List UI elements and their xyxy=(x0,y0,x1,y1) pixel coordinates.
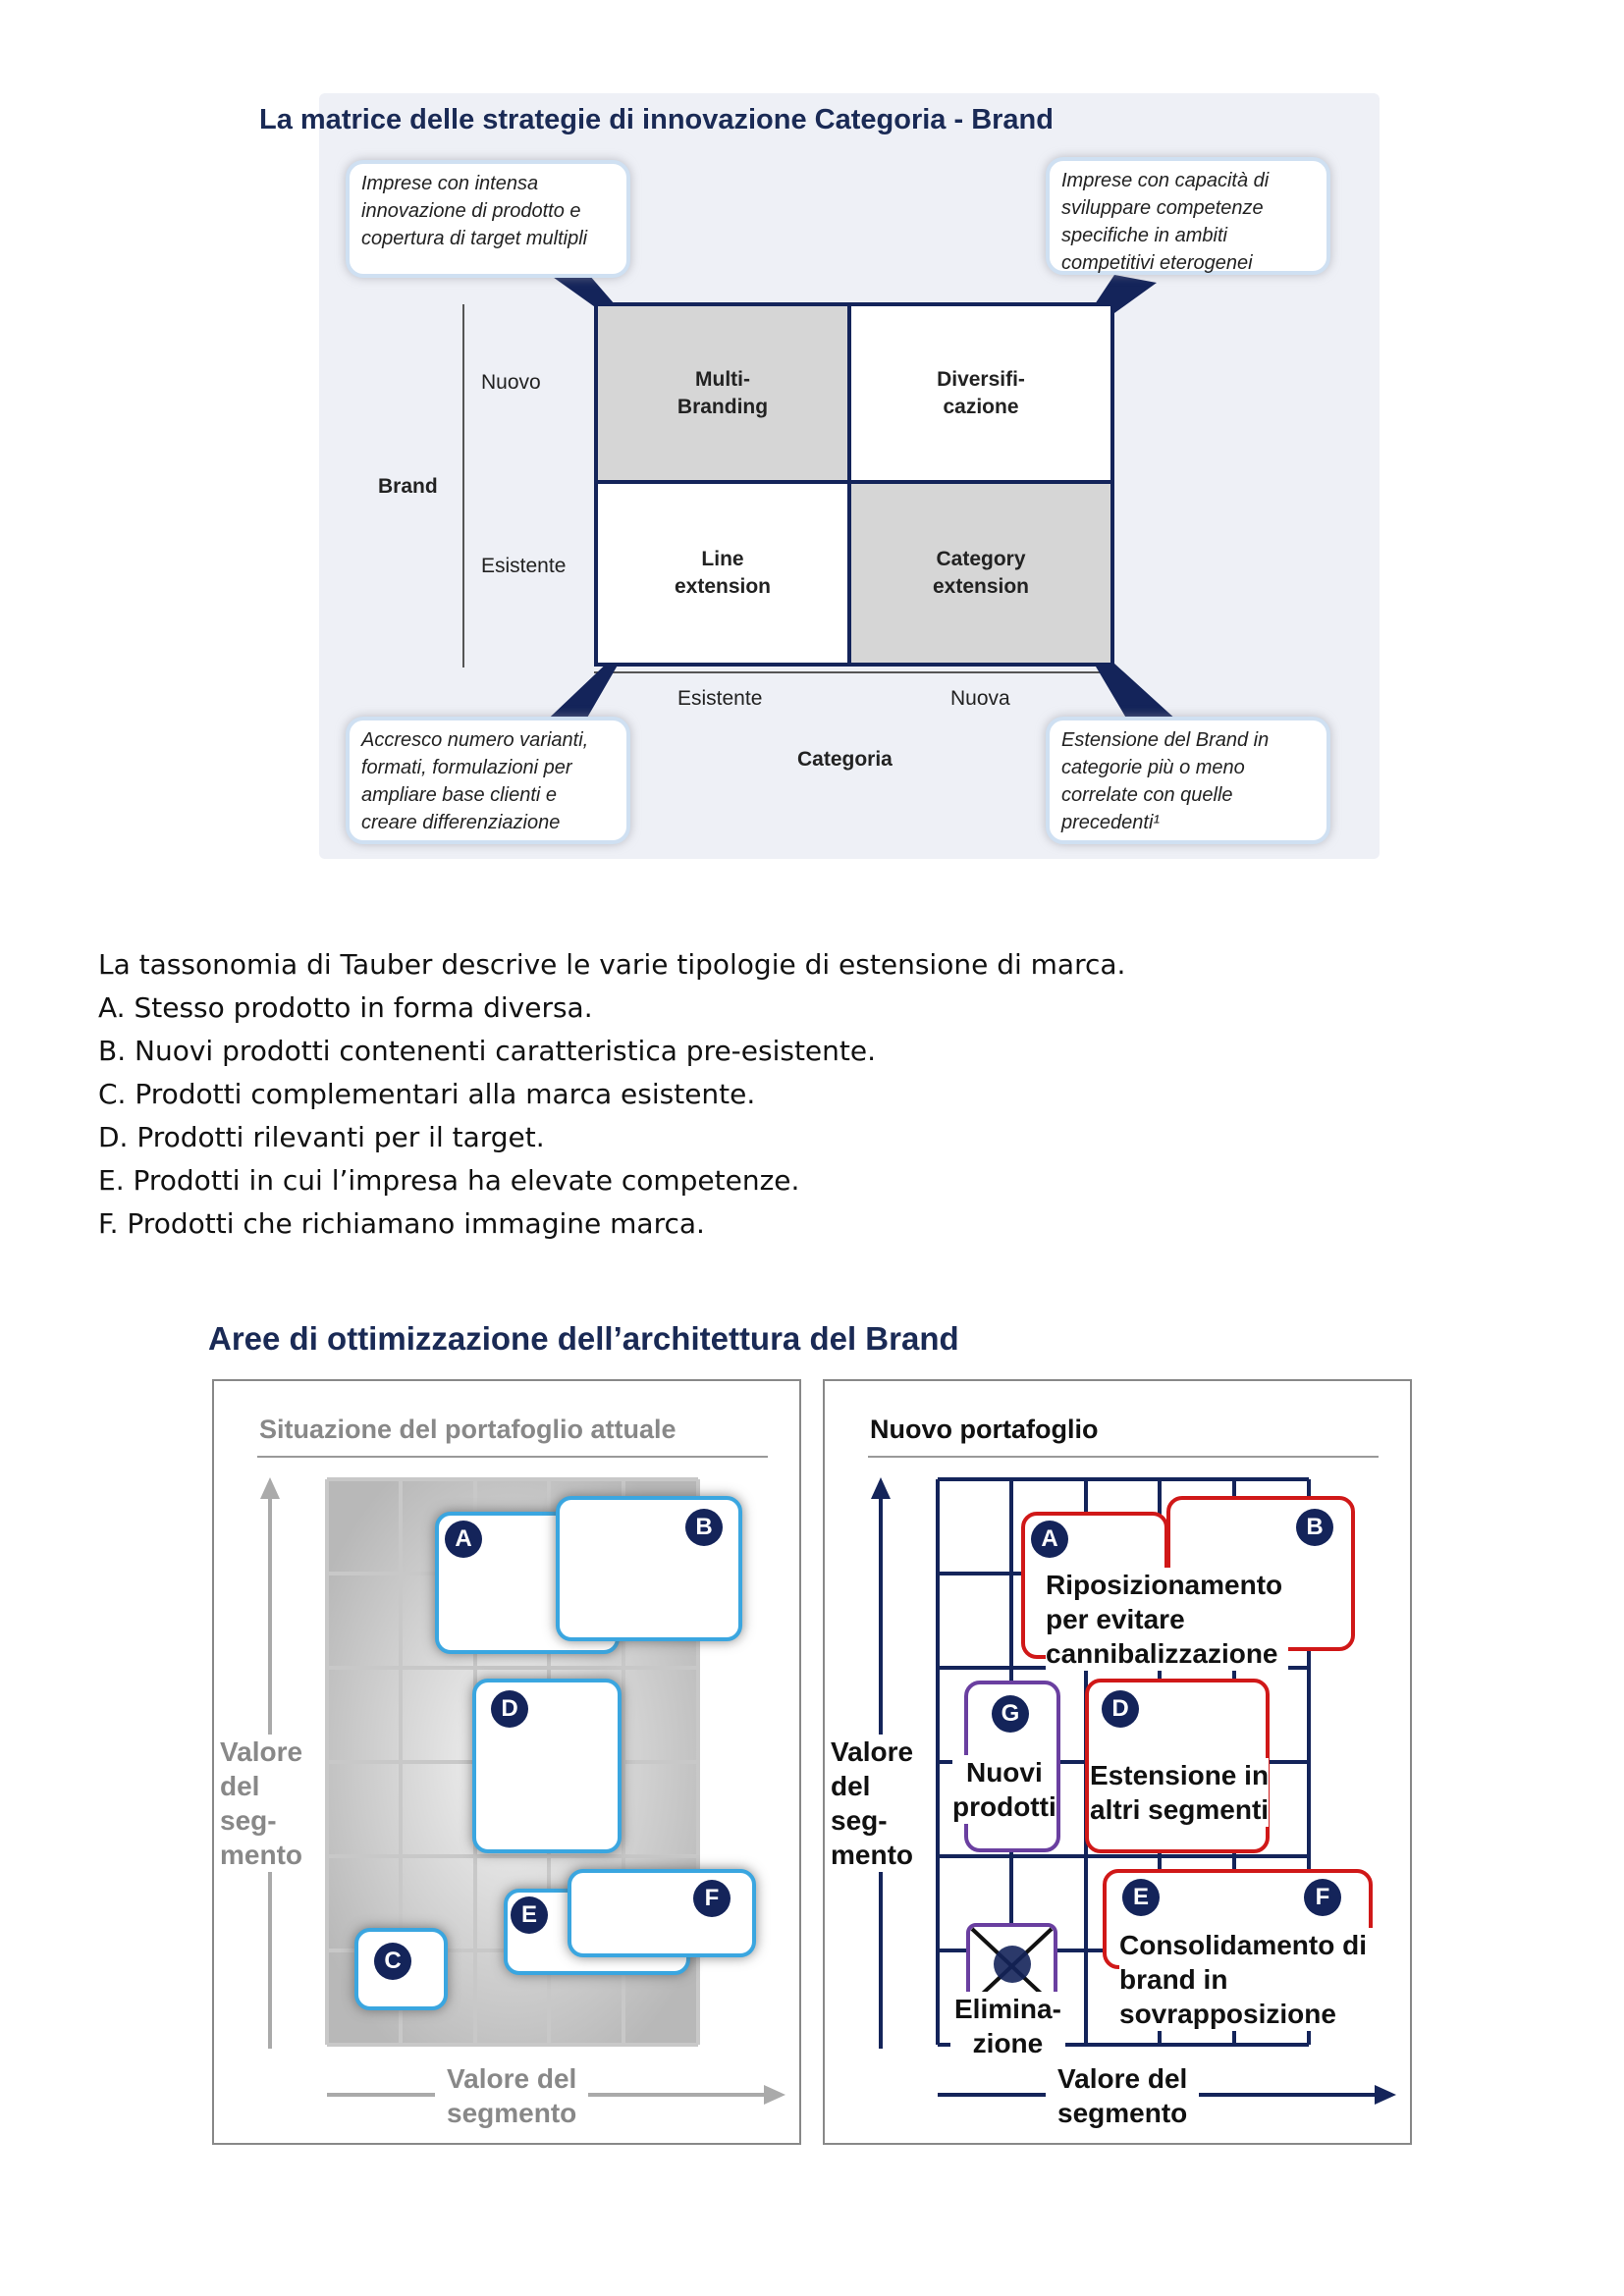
cell-diversificazione: Diversifi- cazione xyxy=(851,302,1114,484)
letter-d: D xyxy=(1102,1690,1139,1728)
letter-a: A xyxy=(1031,1521,1068,1558)
consolidation-label: Consolidamento di brand in sovrapposizio… xyxy=(1119,1928,1373,2031)
new-portfolio-panel: Nuovo portafoglio A xyxy=(823,1379,1412,2145)
row-label-esistente: Esistente xyxy=(481,555,567,577)
callout-top-left: Imprese con intensa innovazione di prodo… xyxy=(346,160,630,278)
new-products-label: Nuovi prodotti xyxy=(952,1755,1056,1824)
cell-category-extension: Category extension xyxy=(851,484,1114,667)
extension-label: Estensione in altri segmenti xyxy=(1090,1758,1270,1827)
letter-b: B xyxy=(1296,1509,1333,1546)
cell-line-extension: Line extension xyxy=(594,484,851,667)
letter-b: B xyxy=(685,1509,723,1546)
callout-bottom-right: Estensione del Brand in categorie più o … xyxy=(1046,717,1330,844)
elimination-label: Elimina- zione xyxy=(950,1992,1065,2060)
letter-f: F xyxy=(1304,1879,1341,1916)
x-axis-label: Categoria xyxy=(797,748,893,771)
x-axis-label: Valore del segmento xyxy=(1046,2061,1200,2130)
intro-line: La tassonomia di Tauber descrive le vari… xyxy=(98,948,1126,981)
list-item: D. Prodotti rilevanti per il target. xyxy=(98,1121,545,1153)
col-label-nuova: Nuova xyxy=(950,687,1010,710)
letter-f: F xyxy=(693,1880,731,1917)
letter-c: C xyxy=(374,1943,411,1980)
panel-title: Situazione del portafoglio attuale xyxy=(259,1415,677,1444)
panel-title: Nuovo portafoglio xyxy=(870,1415,1099,1444)
letter-eliminated xyxy=(994,1946,1031,1983)
brand-box-f xyxy=(568,1869,756,1957)
architecture-title: Aree di ottimizzazione dell’architettura… xyxy=(208,1320,959,1357)
list-item: C. Prodotti complementari alla marca esi… xyxy=(98,1078,756,1110)
row-label-nuovo: Nuovo xyxy=(481,371,541,394)
col-label-esistente: Esistente xyxy=(677,687,763,710)
callout-top-right: Imprese con capacità di sviluppare compe… xyxy=(1046,157,1330,275)
x-axis-label: Valore del segmento xyxy=(435,2061,589,2130)
letter-e: E xyxy=(511,1896,548,1934)
y-axis-label: Valore del seg- mento xyxy=(220,1735,303,1872)
callout-bottom-left: Accresco numero varianti, formati, formu… xyxy=(346,717,630,844)
category-brand-matrix-figure: La matrice delle strategie di innovazion… xyxy=(0,0,1624,864)
matrix-title: La matrice delle strategie di innovazion… xyxy=(259,104,1054,135)
cell-multi-branding: Multi- Branding xyxy=(594,302,851,484)
title-rule xyxy=(257,1456,768,1458)
list-item: A. Stesso prodotto in forma diversa. xyxy=(98,991,593,1024)
list-item: E. Prodotti in cui l’impresa ha elevate … xyxy=(98,1164,800,1197)
list-item: F. Prodotti che richiamano immagine marc… xyxy=(98,1207,705,1240)
y-axis-label: Brand xyxy=(378,475,438,498)
y-axis-label: Valore del seg- mento xyxy=(831,1735,914,1872)
letter-g: G xyxy=(992,1695,1029,1733)
repositioning-label: Riposizionamento per evitare cannibalizz… xyxy=(1046,1568,1289,1671)
letter-d: D xyxy=(491,1690,528,1728)
list-item: B. Nuovi prodotti contenenti caratterist… xyxy=(98,1035,877,1067)
letter-a: A xyxy=(445,1521,482,1558)
title-rule xyxy=(868,1456,1379,1458)
current-portfolio-panel: Situazione del portafoglio attuale xyxy=(212,1379,801,2145)
letter-e: E xyxy=(1122,1879,1160,1916)
